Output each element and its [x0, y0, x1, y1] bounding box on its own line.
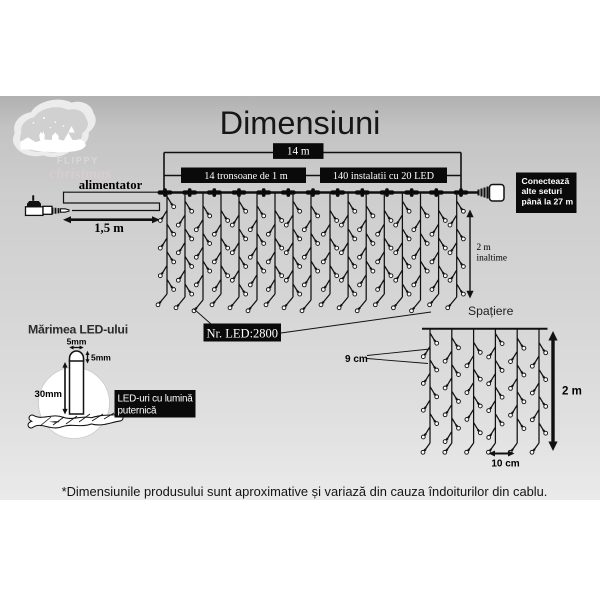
svg-text:alimentator: alimentator	[79, 178, 143, 192]
svg-text:FLIPPY: FLIPPY	[57, 156, 99, 166]
svg-text:5mm: 5mm	[91, 353, 111, 363]
svg-text:Mărimea LED-ului: Mărimea LED-ului	[28, 323, 128, 337]
svg-text:Dimensiuni: Dimensiuni	[220, 105, 381, 141]
svg-text:christmas: christmas	[49, 166, 111, 183]
svg-text:30mm: 30mm	[35, 389, 62, 400]
svg-text:Conectează: Conectează	[522, 176, 570, 186]
svg-text:până la 27 m: până la 27 m	[522, 197, 574, 207]
svg-text:Nr. LED:2800: Nr. LED:2800	[207, 327, 279, 341]
svg-text:2 m: 2 m	[477, 243, 492, 253]
svg-text:9 cm: 9 cm	[345, 354, 368, 365]
svg-text:inaltime: inaltime	[477, 253, 507, 263]
svg-text:alte seturi: alte seturi	[522, 186, 563, 196]
svg-text:*Dimensiunile produsului sunt: *Dimensiunile produsului sunt aproximati…	[62, 484, 548, 499]
svg-text:140 instalatii cu 20 LED: 140 instalatii cu 20 LED	[333, 171, 435, 182]
svg-text:puternică: puternică	[118, 406, 158, 417]
svg-text:14 m: 14 m	[287, 146, 310, 158]
svg-text:Spațiere: Spațiere	[468, 304, 514, 318]
svg-text:10 cm: 10 cm	[491, 459, 519, 470]
svg-text:LED-uri cu lumină: LED-uri cu lumină	[118, 394, 194, 405]
svg-text:2 m: 2 m	[562, 386, 582, 398]
svg-text:5mm: 5mm	[67, 337, 87, 347]
svg-text:1,5 m: 1,5 m	[94, 221, 124, 235]
svg-text:14 tronsoane de 1 m: 14 tronsoane de 1 m	[204, 171, 288, 182]
